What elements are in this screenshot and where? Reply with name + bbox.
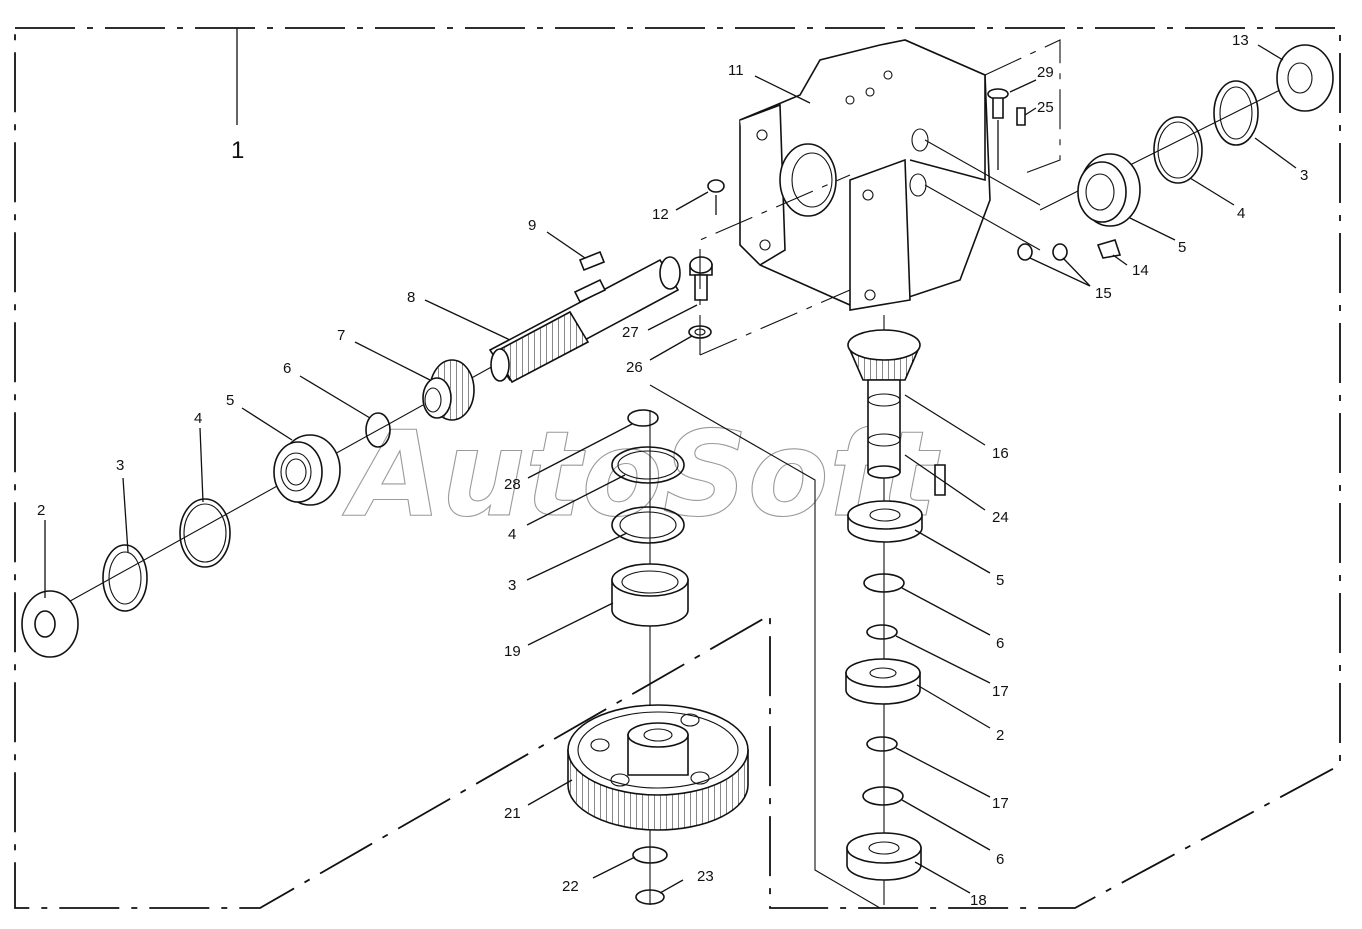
snap-ring-6-right-lower	[862, 786, 904, 806]
snap-ring-28	[627, 409, 659, 427]
seal-13	[1276, 44, 1334, 112]
pin-25	[1016, 107, 1026, 126]
label-part-28: 28	[504, 476, 521, 493]
label-part-5-lower: 5	[996, 572, 1004, 589]
spur-gear-21	[567, 704, 749, 831]
label-part-27: 27	[622, 324, 639, 341]
leader-lines	[44, 44, 1297, 894]
circlip-23	[635, 889, 665, 905]
label-part-5-left: 5	[226, 392, 234, 409]
label-part-3-left: 3	[116, 457, 124, 474]
bolt-27	[689, 256, 713, 301]
label-part-3-center: 3	[508, 577, 516, 594]
label-part-21: 21	[504, 805, 521, 822]
shim-4-left	[179, 498, 231, 568]
bushing-19	[611, 563, 689, 627]
label-part-2-right: 2	[996, 727, 1004, 744]
key-9	[578, 250, 606, 272]
plug-12	[707, 179, 725, 215]
label-part-23: 23	[697, 868, 714, 885]
shim-4-center	[611, 446, 685, 484]
label-part-4-left: 4	[194, 410, 202, 427]
label-part-6-lower: 6	[996, 851, 1004, 868]
label-part-11: 11	[728, 62, 744, 79]
label-part-29: 29	[1037, 64, 1054, 81]
assembly-frame	[14, 27, 1341, 909]
part-labels: 2 3 4 5 6 7 8 9 11 12 13 3 4 5 14 15 25 …	[37, 32, 1308, 909]
bearing-5-right	[1077, 153, 1141, 227]
bushing-15	[1017, 243, 1068, 261]
label-part-26: 26	[626, 359, 643, 376]
circlip-3-right	[1213, 80, 1259, 146]
snap-ring-6-left	[365, 412, 391, 448]
mounting-guide-lines	[699, 39, 1061, 356]
circlip-3-center	[611, 506, 685, 544]
shim-17-lower	[866, 736, 898, 752]
label-part-8: 8	[407, 289, 415, 306]
label-part-14: 14	[1132, 262, 1149, 279]
label-part-6-left: 6	[283, 360, 291, 377]
label-part-9: 9	[528, 217, 536, 234]
label-part-4-right: 4	[1237, 205, 1245, 222]
label-part-22: 22	[562, 878, 579, 895]
shim-17-upper	[866, 624, 898, 640]
label-part-17-lower: 17	[992, 795, 1009, 812]
bearing-5-left	[273, 434, 341, 506]
label-part-5-right: 5	[1178, 239, 1186, 256]
washer-2-left	[21, 590, 79, 658]
input-shaft-8	[488, 256, 681, 384]
label-part-3-right: 3	[1300, 167, 1308, 184]
screw-29	[987, 88, 1009, 170]
gear-housing-11	[739, 39, 1041, 311]
label-part-12: 12	[652, 206, 669, 223]
label-part-13: 13	[1232, 32, 1249, 49]
watermark: AutoSoft	[342, 405, 941, 543]
grease-nipple-14	[1096, 239, 1122, 259]
bearing-18	[846, 832, 922, 881]
label-part-6-upper: 6	[996, 635, 1004, 652]
label-part-24: 24	[992, 509, 1009, 526]
label-part-19: 19	[504, 643, 521, 660]
bevel-gear-shaft-16	[847, 329, 921, 479]
label-part-18: 18	[970, 892, 987, 909]
bevel-pinion-7	[422, 359, 475, 421]
shim-4-right	[1153, 116, 1203, 184]
key-24	[934, 464, 946, 496]
label-part-25: 25	[1037, 99, 1054, 116]
snap-ring-6-right-upper	[863, 573, 905, 593]
circlip-3-left	[102, 544, 148, 612]
label-part-4-center: 4	[508, 526, 516, 543]
label-part-16: 16	[992, 445, 1009, 462]
label-part-2-left: 2	[37, 502, 45, 519]
label-part-15: 15	[1095, 285, 1112, 302]
spacer-2-right	[845, 658, 921, 705]
input-shaft-axis	[44, 364, 496, 616]
label-part-17-upper: 17	[992, 683, 1009, 700]
assembly-number: 1	[231, 137, 244, 164]
snap-ring-22	[632, 846, 668, 864]
bearing-5-lower	[847, 500, 923, 543]
label-part-7: 7	[337, 327, 345, 344]
